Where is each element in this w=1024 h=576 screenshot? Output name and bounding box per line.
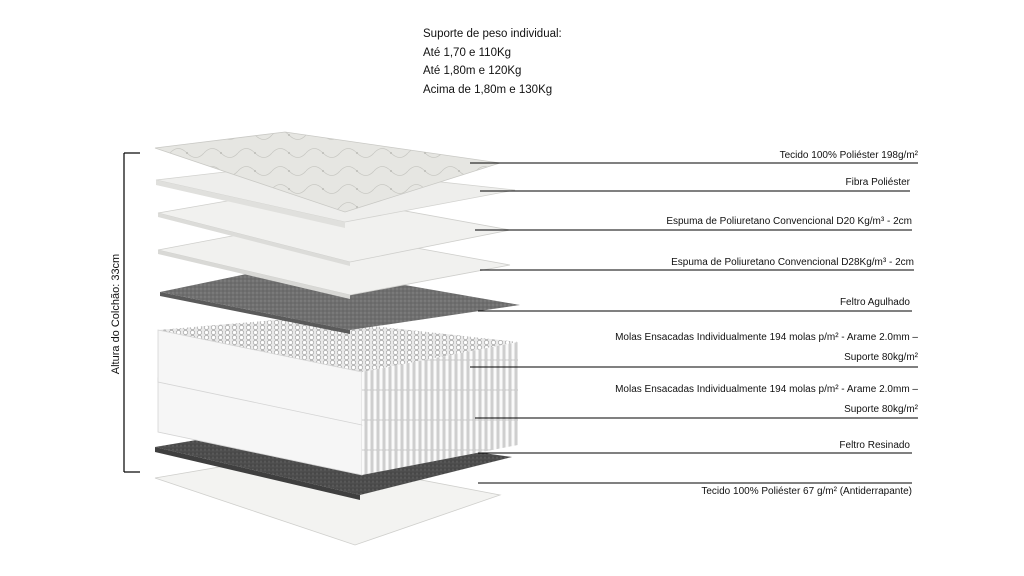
layer-label-resin-felt: Feltro Resinado <box>839 440 910 451</box>
layer-label-top-fabric: Tecido 100% Poliéster 198g/m² <box>779 150 918 161</box>
height-bracket <box>123 152 140 473</box>
layer-label-foam-d28: Espuma de Poliuretano Convencional D28Kg… <box>671 257 914 268</box>
layer-label-springs-1-line2: Suporte 80kg/m² <box>844 352 918 363</box>
mattress-height-label: Altura do Colchão: 33cm <box>110 253 122 375</box>
layer-label-springs-2-line1: Molas Ensacadas Individualmente 194 mola… <box>615 384 918 395</box>
weight-support-line: Acima de 1,80m e 130Kg <box>423 83 553 96</box>
weight-support-line: Até 1,70 e 110Kg <box>423 46 512 59</box>
layer-label-foam-d20: Espuma de Poliuretano Convencional D20 K… <box>666 216 912 227</box>
layer-needled-felt <box>160 265 520 334</box>
layer-label-fiber: Fibra Poliéster <box>845 177 910 188</box>
leader-lines <box>470 162 918 484</box>
weight-support-line: Até 1,80m e 120Kg <box>423 65 522 77</box>
weight-support-title: Suporte de peso individual: <box>423 28 562 40</box>
layer-label-bottom-fabric: Tecido 100% Poliéster 67 g/m² (Antiderra… <box>701 486 912 497</box>
weight-support-info: Suporte de peso individual: Até 1,70 e 1… <box>423 25 562 99</box>
layer-label-needled-felt: Feltro Agulhado <box>839 297 910 308</box>
layer-label-springs-2-line2: Suporte 80kg/m² <box>844 404 918 415</box>
layer-label-springs-1-line1: Molas Ensacadas Individualmente 194 mola… <box>615 332 918 343</box>
layer-pocket-springs-1 <box>157 318 518 426</box>
